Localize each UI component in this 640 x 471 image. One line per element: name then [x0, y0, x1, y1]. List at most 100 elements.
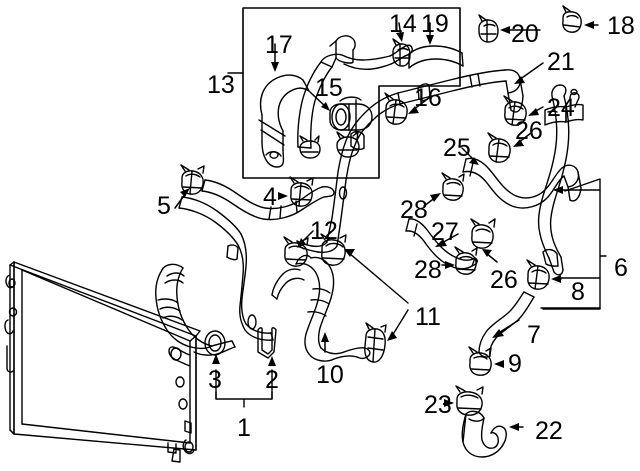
leader-11-lower: [391, 309, 409, 337]
arrowhead-10: [321, 332, 329, 342]
arrowhead-14: [396, 32, 404, 42]
heater-hose-25: [462, 157, 582, 209]
callout-20: 20: [511, 20, 539, 48]
radiator: [4, 261, 201, 463]
arrowhead-19: [426, 35, 434, 45]
arrowhead-21: [514, 76, 525, 84]
arrowhead-11-upper: [344, 249, 355, 257]
hose-clamp-5: [180, 164, 205, 195]
callout-17: 17: [265, 31, 293, 59]
arrowhead-8: [551, 275, 561, 283]
arrowhead-17: [271, 62, 279, 72]
bracket-group-6: [542, 178, 607, 310]
radiator-inlet-hose: [155, 263, 236, 356]
arrowhead-22: [509, 423, 519, 431]
arrowhead-5: [180, 188, 190, 197]
callout-25: 25: [443, 134, 471, 162]
hose-clamp-24: [503, 95, 527, 126]
coolant-hose-22: [461, 410, 507, 458]
hose-assembly-6: [537, 84, 570, 276]
arrowhead-6-top: [553, 186, 563, 194]
callout-23: 23: [424, 391, 452, 419]
arrowhead-24: [528, 108, 539, 116]
hose-clamp-16: [384, 92, 408, 125]
arrowhead-15: [321, 102, 330, 111]
hose-clamp-20: [478, 14, 499, 43]
arrowhead-16: [408, 106, 419, 114]
inset-clamp-a: [299, 135, 321, 159]
retainer-clip-11-upper: [320, 233, 347, 266]
arrowhead-12: [297, 238, 306, 248]
callout-26-lower: 26: [490, 266, 518, 294]
coolant-hose-7: [478, 291, 535, 358]
arrow-15: [309, 91, 327, 108]
callout-21: 21: [547, 48, 575, 76]
arrowhead-20: [500, 26, 510, 34]
callout-28-lower: 28: [414, 256, 442, 284]
hose-clamp-8: [526, 259, 550, 290]
hose-clamp-4: [289, 176, 314, 207]
arrowhead-28l: [445, 261, 455, 269]
hose-assembly-1: [178, 179, 335, 341]
arrowhead-28u: [430, 193, 441, 202]
arrowhead-26l: [482, 249, 492, 257]
callout-4: 4: [263, 183, 277, 211]
thermostat-housing-connector: [329, 96, 373, 135]
inset-long-hose: [297, 53, 343, 149]
arrowhead-27: [435, 239, 447, 247]
arrowhead-7: [492, 329, 504, 338]
callout-9: 9: [508, 350, 522, 378]
arrowhead-25: [469, 157, 479, 165]
hose-clamp-28-lower: [454, 246, 478, 275]
callout-3: 3: [208, 366, 222, 394]
retainer-clip-11-lower: [364, 322, 387, 363]
callout-8: 8: [571, 278, 585, 306]
callout-28-upper: 28: [400, 196, 428, 224]
mounting-bracket: [544, 88, 584, 126]
callout-26-upper: 26: [515, 117, 543, 145]
arrowhead-26u: [513, 139, 524, 147]
callout-22: 22: [535, 417, 563, 445]
hose-clamp-23: [455, 385, 484, 416]
callout-15: 15: [315, 74, 343, 102]
callout-14: 14: [389, 10, 417, 38]
callout-6: 6: [614, 254, 628, 282]
bracket-group-1: [215, 391, 273, 408]
arrow-25: [461, 147, 475, 161]
callout-2: 2: [265, 366, 279, 394]
callout-12: 12: [310, 217, 338, 245]
callout-10: 10: [316, 361, 344, 389]
callout-19: 19: [421, 10, 449, 38]
callout-7: 7: [527, 321, 541, 349]
leader-11-upper: [348, 252, 409, 304]
arrowhead-11-lower: [387, 331, 397, 341]
callout-13: 13: [207, 71, 235, 99]
arrowhead-9: [494, 360, 504, 368]
hose-clamp-26-upper: [487, 132, 511, 163]
hose-clamp-28-upper: [441, 172, 465, 201]
retaining-clip-2: [257, 327, 277, 359]
hose-clamp-14: [392, 38, 411, 67]
hose-clamp-26-lower: [470, 218, 496, 249]
arrowhead-23: [444, 399, 454, 407]
o-ring-seal-3: [204, 330, 226, 356]
hose-clamp-9: [468, 346, 492, 376]
bracket-1-riser: [215, 369, 273, 400]
callout-18: 18: [607, 12, 635, 40]
hose-clamp-12: [283, 236, 309, 267]
hose-clamp-18: [562, 5, 582, 33]
arrowhead-2: [268, 356, 276, 366]
arrow-21: [518, 62, 544, 81]
callout-16: 16: [414, 84, 442, 112]
arrowhead-4: [278, 192, 288, 200]
callout-5: 5: [157, 192, 171, 220]
callout-27: 27: [431, 218, 459, 246]
callout-24: 24: [547, 94, 575, 122]
lower-radiator-hose-10: [271, 254, 371, 362]
arrowhead-18: [584, 21, 594, 29]
upper-radiator-hose: [258, 74, 310, 168]
callout-1: 1: [237, 414, 251, 442]
arrowhead-3: [212, 354, 220, 364]
